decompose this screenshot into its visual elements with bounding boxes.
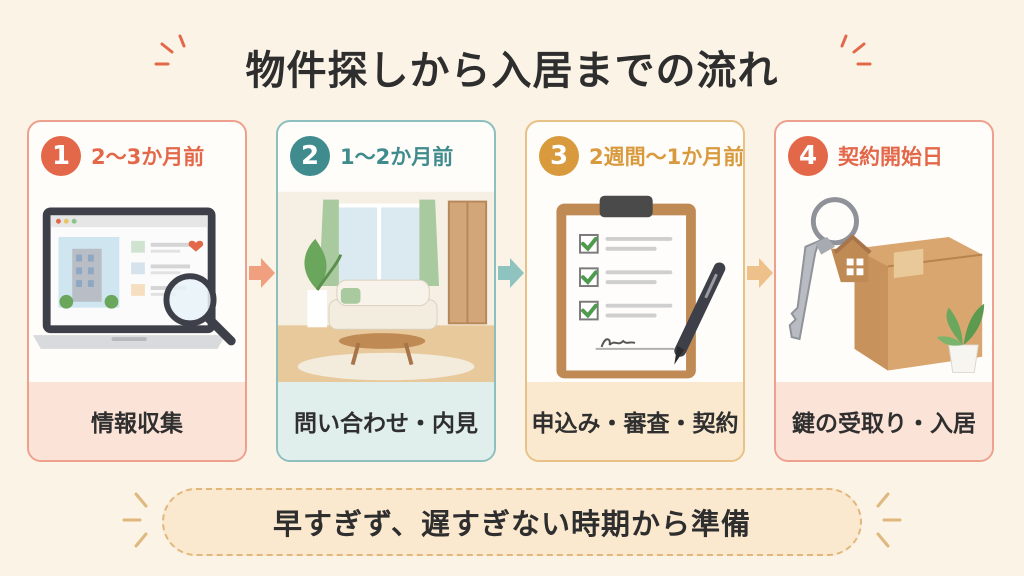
step-label-4: 鍵の受取り・入居 — [776, 382, 992, 460]
arrow-right-icon — [498, 258, 524, 288]
step-period-3: 2週間〜1か月前 — [589, 145, 745, 169]
step-card-4: 4 契約開始日 鍵の受取り・入居 — [774, 120, 994, 462]
step-period-1: 2〜3か月前 — [91, 145, 205, 169]
arrow-right-icon — [249, 258, 275, 288]
step-label-3: 申込み・審査・契約 — [527, 382, 743, 460]
step-number-4: 4 — [788, 136, 828, 176]
step-number-1: 1 — [41, 136, 81, 176]
step-number-2: 2 — [290, 136, 330, 176]
step-label-1: 情報収集 — [29, 382, 245, 460]
box-icon — [854, 236, 983, 371]
living-room-icon — [278, 191, 494, 385]
page-title: 物件探しから入居までの流れ — [245, 48, 779, 94]
step-header-4: 4 契約開始日 — [776, 122, 992, 190]
sparkle-right-icon — [876, 492, 902, 548]
step-label-2: 問い合わせ・内見 — [278, 382, 494, 460]
step-period-2: 1〜2か月前 — [340, 145, 454, 169]
sparkle-right-icon — [840, 34, 872, 66]
step-card-1: 1 2〜3か月前 情報収集 — [27, 120, 247, 462]
step-period-4: 契約開始日 — [838, 145, 943, 169]
bottom-message: 早すぎず、遅すぎない時期から準備 — [162, 488, 862, 556]
step-header-2: 2 1〜2か月前 — [278, 122, 494, 190]
key-icon — [788, 197, 872, 341]
plant-icon — [937, 303, 985, 373]
step-card-2: 2 1〜2か月前 問い合わせ・内見 — [276, 120, 496, 462]
step-card-3: 3 2週間〜1か月前 申込み・審査・契約 — [525, 120, 745, 462]
magnifier-icon — [163, 273, 236, 346]
step-number-3: 3 — [539, 136, 579, 176]
sparkle-left-icon — [122, 492, 148, 548]
pen-icon — [674, 262, 726, 365]
laptop-icon — [32, 207, 236, 349]
sparkle-left-icon — [154, 34, 186, 66]
step-header-1: 1 2〜3か月前 — [29, 122, 245, 190]
key-and-box-icon — [788, 197, 985, 373]
clipboard-icon — [556, 195, 726, 379]
arrow-right-icon — [747, 258, 773, 288]
step-header-3: 3 2週間〜1か月前 — [527, 122, 743, 190]
